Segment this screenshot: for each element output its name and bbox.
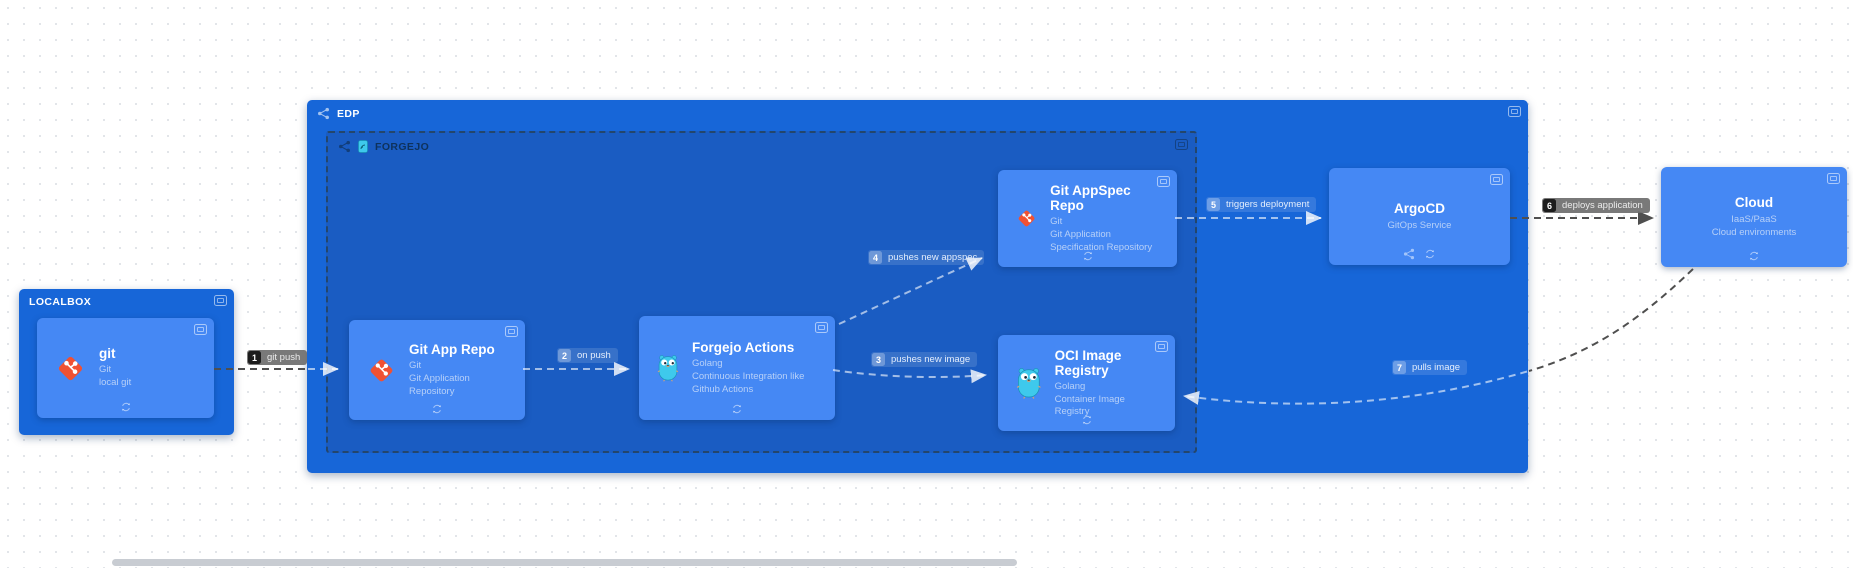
git-logo-icon: [367, 355, 396, 386]
node-subtitle: Git: [409, 360, 422, 372]
edge-number-badge: 5: [1207, 198, 1220, 211]
edge-label-text: triggers deployment: [1226, 199, 1310, 210]
node-title: Git App Repo: [409, 342, 495, 358]
node-git[interactable]: git Git local git: [37, 318, 214, 418]
container-forgejo[interactable]: FORGEJO Git App Repo Git Git Application…: [326, 131, 1197, 453]
git-logo-icon: [1016, 203, 1037, 234]
node-description: Continuous Integration like Github Actio…: [691, 371, 805, 395]
cloud-corner-link-icon[interactable]: [1827, 173, 1840, 184]
forgejo-logo-icon: [358, 140, 368, 153]
container-localbox[interactable]: LOCALBOX git Git local git: [19, 289, 234, 435]
node-title: Git AppSpec Repo: [1050, 183, 1131, 214]
node-description: Cloud environments: [1711, 226, 1797, 238]
sync-icon: [120, 401, 132, 413]
sync-icon: [431, 403, 443, 415]
node-subtitle: Golang: [1054, 380, 1086, 392]
edge-number-badge: 2: [558, 349, 571, 362]
sync-icon: [731, 403, 743, 415]
sync-icon: [1081, 414, 1093, 426]
node-subtitle: Golang: [691, 358, 723, 370]
git-corner-link-icon[interactable]: [194, 324, 207, 335]
argocd-corner-link-icon[interactable]: [1490, 174, 1503, 185]
node-subtitle: Git: [1050, 216, 1063, 228]
sync-icon: [1748, 250, 1760, 262]
localbox-corner-link-icon[interactable]: [214, 295, 227, 306]
forgejo-header: FORGEJO: [328, 133, 1195, 160]
forgejo-label: FORGEJO: [375, 140, 430, 153]
git-appspec-repo-corner-link-icon[interactable]: [1157, 176, 1170, 187]
node-subtitle: Git: [99, 364, 112, 376]
edp-corner-link-icon[interactable]: [1508, 106, 1521, 117]
localbox-label: LOCALBOX: [29, 296, 92, 308]
git-logo-icon: [55, 353, 86, 384]
edge-label-text: deploys application: [1562, 200, 1643, 211]
sync-icon: [1082, 250, 1094, 262]
node-oci-image-registry[interactable]: OCI Image Registry Golang Container Imag…: [998, 335, 1175, 431]
edge-number-badge: 1: [248, 351, 261, 364]
edge-number-badge: 4: [869, 251, 882, 264]
edge-label-text: git push: [267, 352, 301, 363]
edge-label-pushes-new-appspec: 4 pushes new appspec: [868, 250, 985, 265]
edge-number-badge: 3: [872, 353, 885, 366]
gopher-icon: [1016, 364, 1042, 402]
node-description: Container Image Registry: [1054, 393, 1125, 417]
oci-image-registry-corner-link-icon[interactable]: [1155, 341, 1168, 352]
localbox-header: LOCALBOX: [19, 289, 234, 315]
sync-icon: [1424, 248, 1436, 260]
edge-number-badge: 6: [1543, 199, 1556, 212]
horizontal-scrollbar[interactable]: [112, 559, 1017, 566]
node-git-app-repo[interactable]: Git App Repo Git Git Application Reposit…: [349, 320, 525, 420]
forgejo-actions-corner-link-icon[interactable]: [815, 322, 828, 333]
edge-label-deploys-application: 6 deploys application: [1542, 198, 1650, 213]
network-icon: [338, 140, 351, 153]
forgejo-corner-link-icon[interactable]: [1175, 139, 1188, 150]
node-description: local git: [99, 377, 132, 389]
node-description: Git Application Repository: [409, 373, 470, 397]
edge-label-text: pulls image: [1412, 362, 1461, 373]
network-icon: [1403, 248, 1415, 260]
edge-label-triggers-deployment: 5 triggers deployment: [1206, 197, 1317, 212]
node-forgejo-actions[interactable]: Forgejo Actions Golang Continuous Integr…: [639, 316, 835, 420]
node-title: OCI Image Registry: [1054, 347, 1122, 378]
edge-label-text: on push: [577, 350, 611, 361]
node-argocd[interactable]: ArgoCD GitOps Service: [1329, 168, 1510, 265]
node-subtitle: IaaS/PaaS: [1731, 213, 1777, 225]
gopher-icon: [657, 349, 679, 387]
edge-label-pulls-image: 7 pulls image: [1392, 360, 1468, 375]
git-app-repo-corner-link-icon[interactable]: [505, 326, 518, 337]
edp-label: EDP: [337, 107, 360, 120]
node-cloud[interactable]: Cloud IaaS/PaaS Cloud environments: [1661, 167, 1847, 267]
node-title: Cloud: [1734, 194, 1774, 210]
edge-number-badge: 7: [1393, 361, 1406, 374]
edge-label-pushes-new-image: 3 pushes new image: [871, 352, 978, 367]
edge-label-text: pushes new appspec: [888, 252, 978, 263]
node-git-appspec-repo[interactable]: Git AppSpec Repo Git Git Application Spe…: [998, 170, 1177, 267]
edge-pulls-image-outer: [1528, 268, 1694, 372]
edge-label-text: pushes new image: [891, 354, 971, 365]
node-title: git: [99, 346, 116, 362]
node-description: Git Application Specification Repository: [1050, 229, 1153, 253]
node-title: ArgoCD: [1394, 200, 1445, 216]
container-edp[interactable]: EDP FORGEJO Git App Repo Git Git Applica…: [307, 100, 1528, 473]
node-title: Forgejo Actions: [691, 340, 795, 356]
node-subtitle: GitOps Service: [1387, 219, 1452, 231]
network-icon: [317, 107, 330, 120]
edp-header: EDP: [307, 100, 1528, 127]
edge-label-git-push: 1 git push: [247, 350, 308, 365]
edge-label-on-push: 2 on push: [557, 348, 618, 363]
